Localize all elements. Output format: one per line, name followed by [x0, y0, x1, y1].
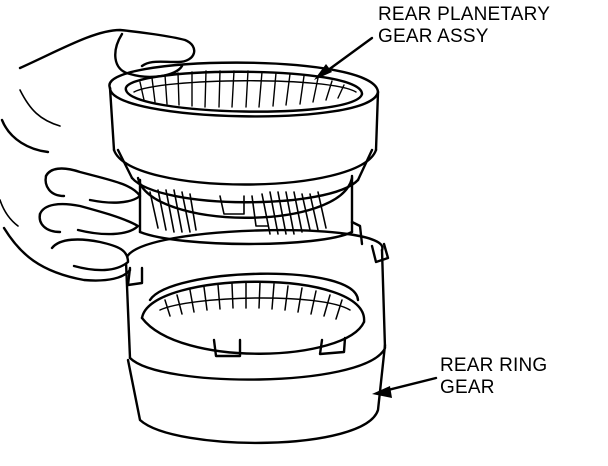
pinion-gears — [149, 189, 327, 235]
label-rear-ring-gear: REAR RING GEAR — [440, 355, 547, 399]
hand — [0, 28, 196, 282]
rear-ring-gear — [124, 220, 390, 445]
arrowhead-planetary — [314, 64, 332, 80]
arrowhead-ring — [372, 386, 392, 398]
label-rear-planetary-gear-assy: REAR PLANETARY GEAR ASSY — [378, 4, 550, 48]
label-ring-line2: GEAR — [440, 377, 495, 398]
pinion-carrier — [136, 174, 354, 246]
planetary-internal-teeth — [133, 70, 357, 108]
label-planetary-line2: GEAR ASSY — [378, 26, 489, 47]
rear-planetary-gear-assy — [108, 61, 380, 204]
label-planetary-line1: REAR PLANETARY — [378, 4, 551, 25]
leader-arrows — [314, 36, 438, 398]
ring-internal-teeth — [159, 282, 351, 320]
label-ring-line1: REAR RING — [440, 355, 548, 376]
